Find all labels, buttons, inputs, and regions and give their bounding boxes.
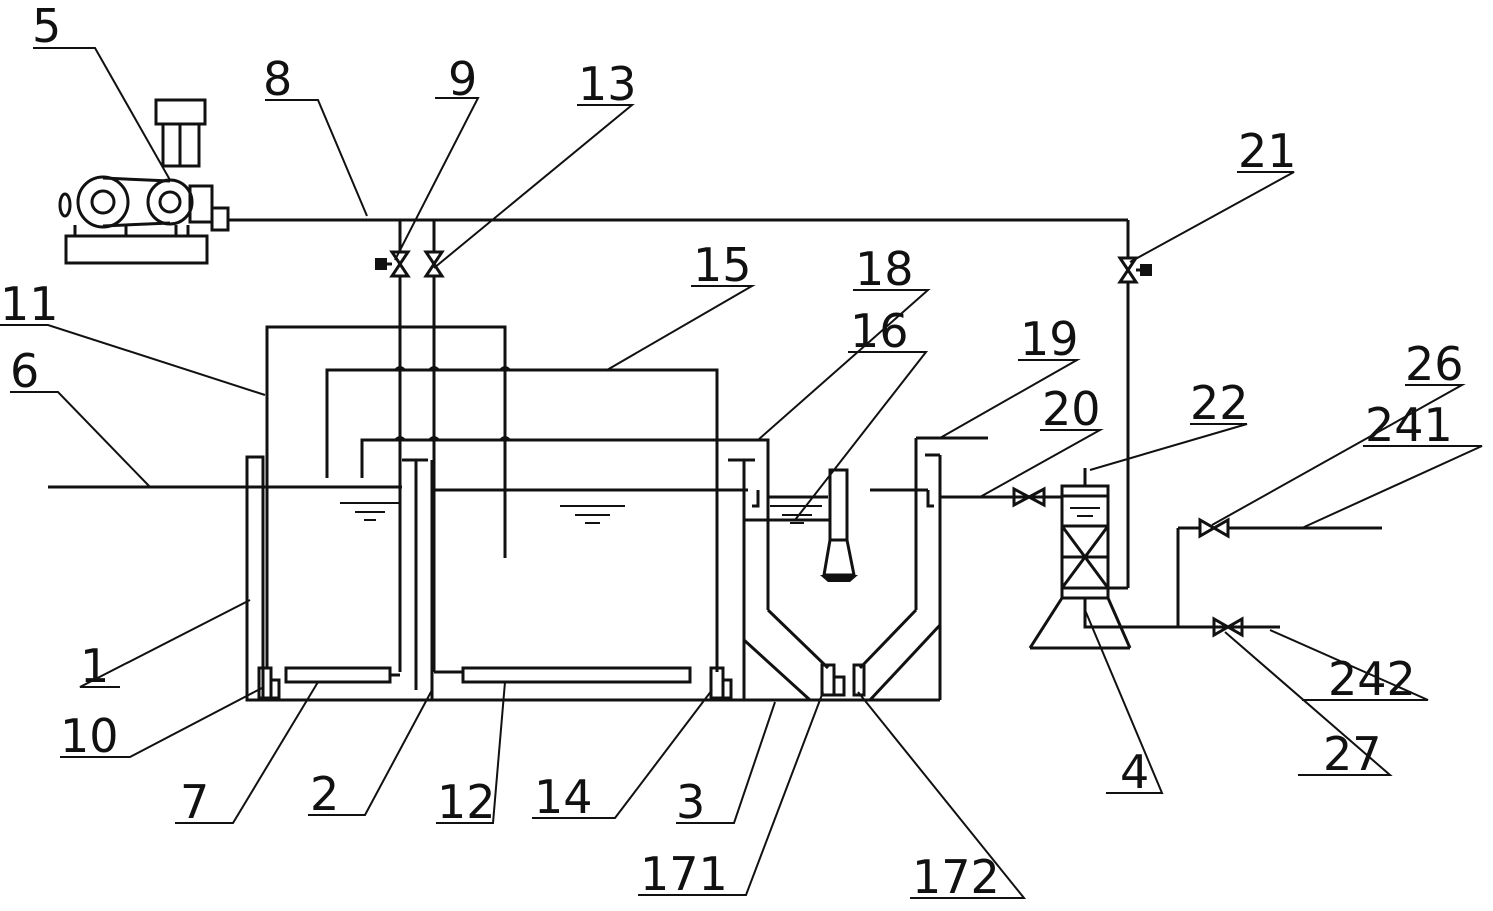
tank-2 — [432, 488, 940, 702]
settling-tank-3 — [728, 436, 988, 702]
label-18: 18 — [855, 242, 914, 296]
label-8: 8 — [263, 52, 292, 106]
sludge-return-pipes — [265, 325, 770, 672]
label-242: 242 — [1328, 652, 1416, 706]
label-21: 21 — [1238, 124, 1297, 178]
valve-9 — [375, 220, 411, 672]
label-12: 12 — [437, 775, 496, 829]
label-172: 172 — [912, 850, 1000, 904]
label-2: 2 — [310, 767, 339, 821]
valve-21 — [1108, 220, 1152, 590]
label-20: 20 — [1042, 382, 1101, 436]
label-16: 16 — [850, 304, 909, 358]
part-labels: 5 8 9 13 21 15 11 6 18 16 19 20 22 26 24… — [0, 0, 1464, 904]
label-26: 26 — [1405, 337, 1464, 391]
label-3: 3 — [676, 775, 705, 829]
label-1: 1 — [80, 639, 109, 693]
label-13: 13 — [578, 57, 637, 111]
label-7: 7 — [180, 775, 209, 829]
label-22: 22 — [1190, 376, 1249, 430]
label-10: 10 — [60, 709, 119, 763]
blower — [58, 98, 230, 265]
label-15: 15 — [693, 238, 752, 292]
valve-13 — [423, 220, 445, 672]
label-27: 27 — [1323, 727, 1382, 781]
outlet-and-filter-4 — [940, 468, 1382, 650]
label-4: 4 — [1120, 745, 1149, 799]
label-9: 9 — [448, 52, 477, 106]
label-19: 19 — [1020, 312, 1079, 366]
leader-lines — [0, 47, 1483, 899]
label-5: 5 — [32, 0, 61, 53]
label-241: 241 — [1365, 398, 1453, 452]
label-14: 14 — [534, 770, 593, 824]
label-171: 171 — [640, 847, 728, 901]
label-6: 6 — [10, 344, 39, 398]
label-11: 11 — [0, 277, 59, 331]
tank-1 — [48, 455, 434, 702]
